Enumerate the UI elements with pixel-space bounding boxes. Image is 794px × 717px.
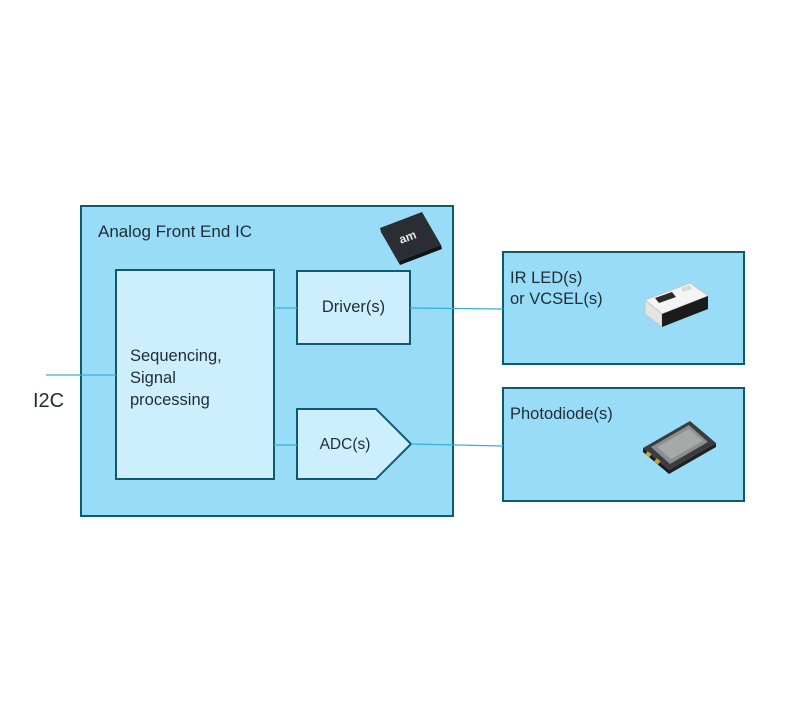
emitter-label: IR LED(s) or VCSEL(s) <box>510 268 603 310</box>
ir-led-component-icon <box>644 282 710 329</box>
ams-logo-text: am <box>397 228 418 247</box>
sequencing-label: Sequencing, Signal processing <box>130 345 222 411</box>
sequencing-label-line3: processing <box>130 391 210 409</box>
ams-chip-icon: am <box>380 212 442 265</box>
adc-label: ADC(s) <box>319 436 371 453</box>
sequencing-label-line2: Signal <box>130 369 176 387</box>
driver-label: Driver(s) <box>321 298 386 316</box>
adc-block <box>296 408 413 480</box>
afe-title: Analog Front End IC <box>98 222 253 241</box>
sequencing-label-line1: Sequencing, <box>130 347 222 365</box>
emitter-label-line1: IR LED(s) <box>510 269 583 287</box>
driver-box <box>296 270 411 345</box>
photodiode-component-icon <box>643 421 716 474</box>
photodiode-label: Photodiode(s) <box>510 405 613 423</box>
driver-to-emitter-line <box>409 307 504 310</box>
sequencing-box <box>115 269 275 480</box>
emitter-label-line2: or VCSEL(s) <box>510 290 603 308</box>
interface-label: I2C <box>33 390 65 412</box>
adc-to-photodiode-line <box>410 443 504 447</box>
